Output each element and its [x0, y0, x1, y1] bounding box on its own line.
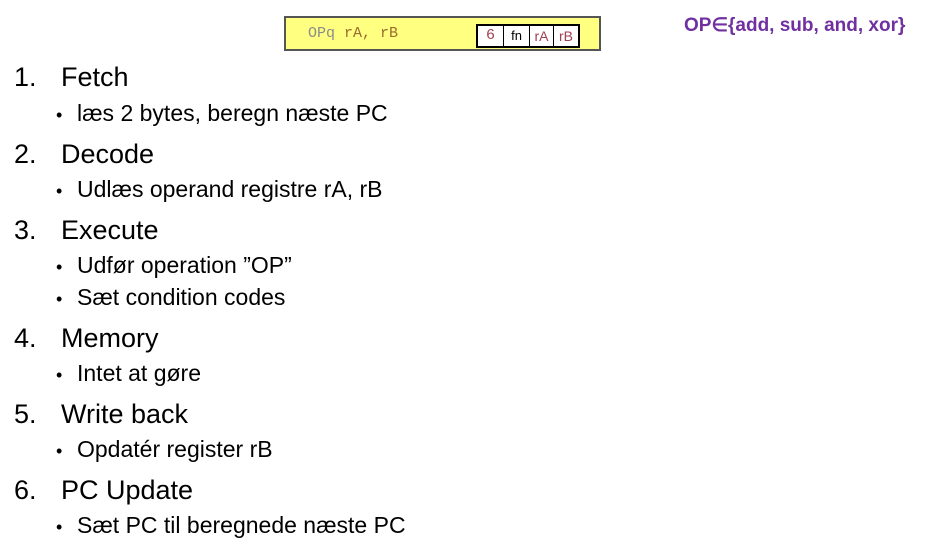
bullet-icon: • — [56, 365, 63, 385]
bullet-icon: • — [56, 105, 63, 125]
stage-title: 2. Decode — [14, 138, 154, 170]
stage-bullet: • Sæt PC til beregnede næste PC — [56, 511, 406, 541]
instruction-mnemonic: OPq — [308, 25, 336, 42]
stage-name: PC Update — [61, 475, 194, 505]
instruction-encoding-box: OPq rA, rB 6 fn rA rB — [284, 16, 601, 51]
stage-bullet: • Udfør operation ”OP” — [56, 251, 292, 281]
field-ifun: fn — [504, 26, 530, 46]
instruction-syntax: OPq rA, rB — [308, 24, 398, 44]
field-rb: rB — [559, 28, 573, 44]
stage-title: 5. Write back — [14, 398, 188, 430]
stage-bullet: • Udlæs operand registre rA, rB — [56, 175, 383, 205]
op-set-label: OP∈{add, sub, and, xor} — [684, 15, 906, 36]
stage-bullet: • læs 2 bytes, beregn næste PC — [56, 99, 388, 129]
stage-name: Execute — [61, 215, 159, 245]
stage-title: 1. Fetch — [14, 61, 129, 93]
instruction-operands: rA, rB — [344, 25, 399, 42]
stage-number: 5. — [14, 399, 37, 429]
stage-bullet: • Opdatér register rB — [56, 435, 273, 465]
bullet-icon: • — [56, 441, 63, 461]
bullet-text: Udlæs operand registre rA, rB — [77, 176, 383, 202]
stage-name: Decode — [61, 139, 155, 169]
stage-name: Memory — [61, 323, 159, 353]
bullet-text: Intet at gøre — [77, 360, 202, 386]
bullet-text: Udfør operation ”OP” — [77, 252, 292, 278]
bullet-icon: • — [56, 289, 63, 309]
instruction-fields: 6 fn rA rB — [476, 24, 580, 48]
field-ra: rA — [530, 26, 554, 46]
bullet-icon: • — [56, 517, 63, 537]
bullet-text: læs 2 bytes, beregn næste PC — [77, 100, 388, 126]
bullet-icon: • — [56, 257, 63, 277]
stage-number: 3. — [14, 215, 37, 245]
bullet-text: Opdatér register rB — [77, 436, 273, 462]
stage-title: 6. PC Update — [14, 474, 193, 506]
stage-name: Fetch — [61, 62, 129, 92]
bullet-icon: • — [56, 181, 63, 201]
field-icode: 6 — [478, 26, 504, 46]
stage-number: 6. — [14, 475, 37, 505]
stage-number: 2. — [14, 139, 37, 169]
stage-bullet: • Sæt condition codes — [56, 283, 285, 313]
bullet-text: Sæt condition codes — [77, 284, 286, 310]
bullet-text: Sæt PC til beregnede næste PC — [77, 512, 406, 538]
stage-title: 4. Memory — [14, 322, 159, 354]
stage-number: 1. — [14, 62, 37, 92]
stage-title: 3. Execute — [14, 214, 159, 246]
stage-name: Write back — [61, 399, 189, 429]
stage-number: 4. — [14, 323, 37, 353]
stage-bullet: • Intet at gøre — [56, 359, 201, 389]
